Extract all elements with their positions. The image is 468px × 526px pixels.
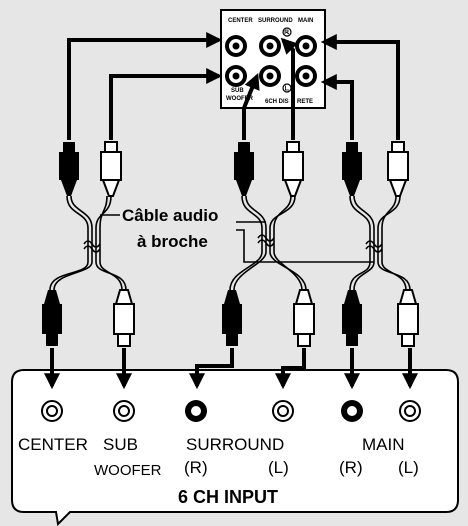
panel-jack-center xyxy=(225,35,247,57)
panel-surround-label: SURROUND xyxy=(258,18,293,24)
panel-main-label: MAIN xyxy=(298,18,313,24)
plug-black-surround-r-bottom xyxy=(222,290,242,346)
plug-white-main-l-bottom xyxy=(397,289,419,347)
plug-white-surround-l-top xyxy=(282,141,304,197)
line-main-left xyxy=(320,34,400,140)
line-surround-right xyxy=(242,73,260,140)
lower-plugs xyxy=(42,289,419,347)
cables xyxy=(49,195,411,291)
signal-lines xyxy=(67,32,400,140)
input-label-woofer: WOOFER xyxy=(94,462,162,479)
output-terminal-panel: CENTER SURROUND MAIN SUB WOOFER 6CH DIS … xyxy=(220,9,326,109)
input-label-main-l: (L) xyxy=(398,458,419,477)
input-jack-main-l xyxy=(399,400,421,422)
line-surround-left xyxy=(280,37,298,140)
line-center xyxy=(67,32,223,140)
side-mark-r-icon xyxy=(282,27,292,37)
plug-white-surround-l-bottom xyxy=(293,289,315,347)
side-mark-l-icon xyxy=(282,83,292,93)
panel-sub-label: SUB xyxy=(231,88,244,94)
input-jack-surround-l xyxy=(272,400,294,422)
panel-jack-subwoofer xyxy=(225,65,247,87)
arrow-surround-r-input xyxy=(189,348,234,390)
label-leader-lines xyxy=(100,214,374,263)
input-jack-surround-r xyxy=(185,400,207,422)
line-subwoofer xyxy=(109,68,223,140)
input-label-main: MAIN xyxy=(362,435,405,454)
input-panel-title: 6 CH INPUT xyxy=(178,487,278,507)
panel-6ch-label-b: RETE xyxy=(297,99,313,105)
input-jack-sub xyxy=(113,400,135,422)
arrow-surround-l-input xyxy=(275,348,306,390)
plug-white-sub-top xyxy=(100,141,122,197)
input-label-main-r: (R) xyxy=(339,458,363,477)
input-label-surround: SURROUND xyxy=(186,435,284,454)
plug-black-center-bottom xyxy=(42,290,62,346)
input-label-sub: SUB xyxy=(103,435,138,454)
panel-center-label: CENTER xyxy=(228,18,253,24)
plug-white-sub-bottom xyxy=(113,289,135,347)
panel-jack-main-left xyxy=(295,35,317,57)
line-main-right xyxy=(320,74,354,140)
cable-break-marks xyxy=(83,234,383,253)
input-label-center: CENTER xyxy=(18,435,88,454)
upper-plugs xyxy=(59,141,409,197)
input-jack-main-r xyxy=(341,400,363,422)
input-arrows xyxy=(44,348,418,390)
panel-woofer-label: WOOFER xyxy=(226,96,254,102)
panel-jack-main-right xyxy=(295,65,317,87)
panel-jack-surround-right xyxy=(259,35,281,57)
plug-black-center-top xyxy=(59,142,79,196)
input-jack-center xyxy=(41,400,63,422)
input-label-surround-l: (L) xyxy=(268,458,289,477)
plug-white-main-l-top xyxy=(387,141,409,197)
panel-6ch-label-a: 6CH DIS xyxy=(265,99,289,105)
plug-black-main-r-top xyxy=(342,142,362,196)
cable-label-line1: Câble audio xyxy=(122,206,218,225)
plug-black-main-r-bottom xyxy=(342,290,362,346)
input-label-surround-r: (R) xyxy=(184,458,208,477)
panel-jack-surround-left xyxy=(259,65,281,87)
cable-label-line2: à broche xyxy=(137,232,208,251)
plug-black-surround-r-top xyxy=(234,142,254,196)
